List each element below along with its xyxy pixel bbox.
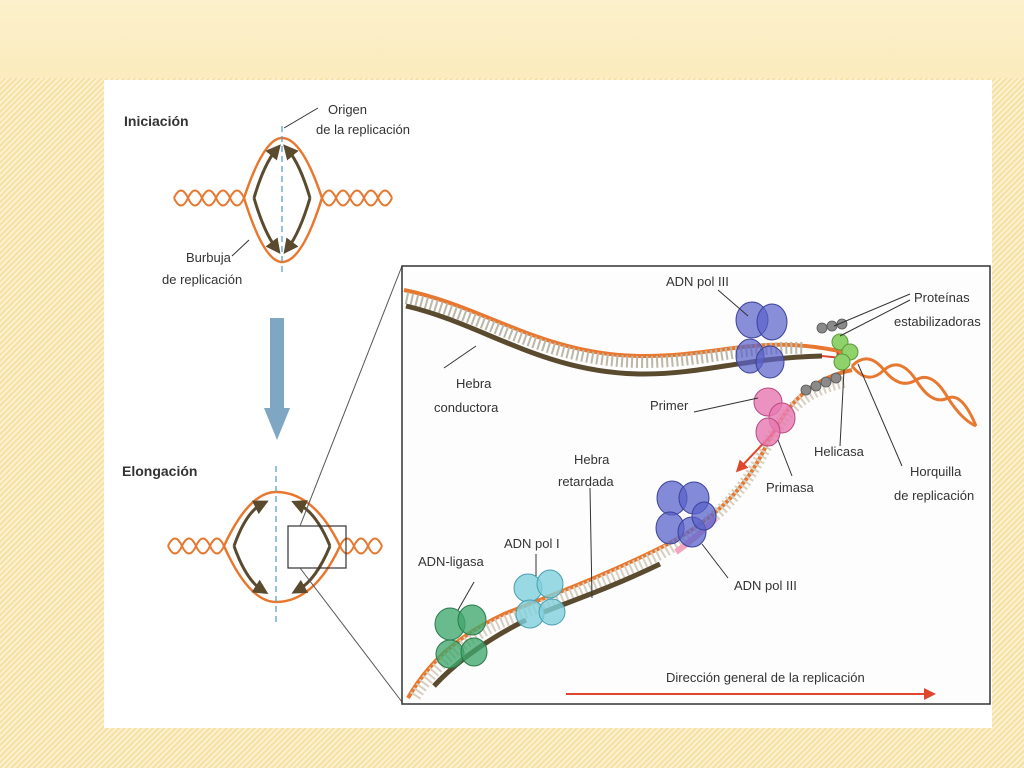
fork-label-line1: Horquilla xyxy=(910,464,962,479)
dna-pol-iii-top-enzyme xyxy=(735,301,788,379)
zoom-line-bottom xyxy=(299,567,403,703)
initiation-left-helix xyxy=(173,189,245,207)
dna-pol-iii-bottom-enzyme xyxy=(655,480,717,548)
dna-pol-iii-bottom-label: ADN pol III xyxy=(734,578,797,593)
replication-diagram: Iniciación Origen de la replicación Burb… xyxy=(122,102,991,705)
elongation-stage: Elongación xyxy=(122,265,403,703)
origin-label-line2: de la replicación xyxy=(316,122,410,137)
fork-label-line2: de replicación xyxy=(894,488,974,503)
leading-label-line1: Hebra xyxy=(456,376,492,391)
lagging-label-line2: retardada xyxy=(558,474,614,489)
parental-helix xyxy=(850,357,978,428)
replication-bubble-initiation xyxy=(242,136,324,264)
dna-pol-iii-top-label: ADN pol III xyxy=(666,274,729,289)
initiation-stage: Iniciación Origen de la replicación Burb… xyxy=(124,102,410,287)
initiation-right-helix xyxy=(321,189,393,207)
dna-ligase-label: ADN-ligasa xyxy=(418,554,485,569)
replication-figure: Iniciación Origen de la replicación Burb… xyxy=(104,80,992,728)
dna-pol-i-label: ADN pol I xyxy=(504,536,560,551)
stabilizing-proteins xyxy=(800,318,848,396)
dna-ligase-enzyme xyxy=(434,604,488,669)
leading-label-line2: conductora xyxy=(434,400,499,415)
replication-bubble-elongation xyxy=(222,490,342,604)
bubble-label-line1: Burbuja xyxy=(186,250,232,265)
zoom-selection-box xyxy=(287,525,347,569)
lagging-label-line1: Hebra xyxy=(574,452,610,467)
elongation-new-strands xyxy=(232,500,332,594)
stage-elongation-label: Elongación xyxy=(122,463,197,479)
helicase-label: Helicasa xyxy=(814,444,865,459)
transition-arrow-icon xyxy=(264,318,290,440)
elongation-left-helix xyxy=(167,537,225,555)
origin-leader xyxy=(283,107,319,129)
direction-label: Dirección general de la replicación xyxy=(666,670,865,685)
slide-top-band xyxy=(0,0,1024,78)
stabilizing-label-line1: Proteínas xyxy=(914,290,970,305)
stabilizing-label-line2: estabilizadoras xyxy=(894,314,981,329)
initiation-new-strands xyxy=(252,144,312,255)
origin-label-line1: Origen xyxy=(328,102,367,117)
stage-initiation-label: Iniciación xyxy=(124,113,189,129)
primase-enzyme xyxy=(753,387,796,447)
zoom-line-top xyxy=(299,265,403,527)
elongation-right-helix xyxy=(339,537,383,555)
leader-lines xyxy=(443,289,911,611)
bubble-leader xyxy=(231,239,250,257)
bubble-label-line2: de replicación xyxy=(162,272,242,287)
primase-label: Primasa xyxy=(766,480,814,495)
dna-pol-i-enzyme xyxy=(513,569,566,629)
primer-label: Primer xyxy=(650,398,689,413)
zoom-panel: ADN pol III Proteínas estabilizadoras He… xyxy=(401,265,991,705)
helicase-enzyme xyxy=(831,333,859,371)
